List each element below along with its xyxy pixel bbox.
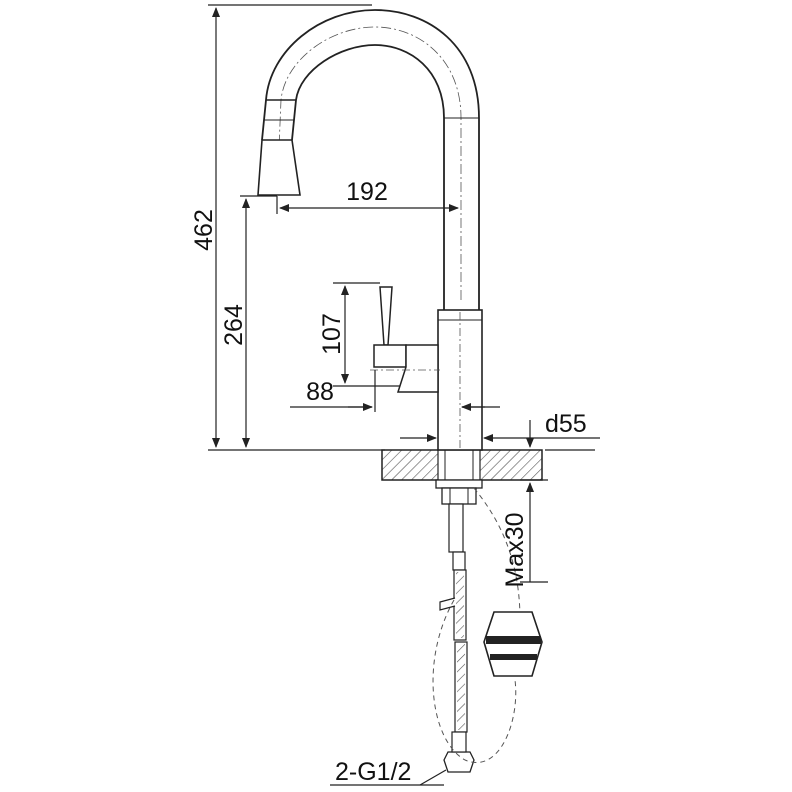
dim-spout-height-label: 264 (220, 304, 248, 346)
spout (257, 9, 480, 310)
connection-callout: 2-G1/2 (330, 758, 447, 786)
dimension-lines (208, 4, 600, 583)
dim-lever-reach-label: 88 (306, 378, 334, 406)
dim-lever-height-label: 107 (318, 313, 346, 355)
countertop (381, 449, 543, 481)
faucet-body (437, 309, 483, 451)
lever-handle (370, 286, 440, 393)
under-counter-assembly (432, 479, 543, 773)
dim-spout-reach-label: 192 (346, 178, 388, 206)
dim-overall-height-label: 462 (190, 209, 218, 251)
dim-base-diameter-label: d55 (545, 410, 587, 438)
dim-connection-label: 2-G1/2 (335, 758, 411, 786)
dim-max-thickness-label: Max30 (501, 512, 529, 587)
